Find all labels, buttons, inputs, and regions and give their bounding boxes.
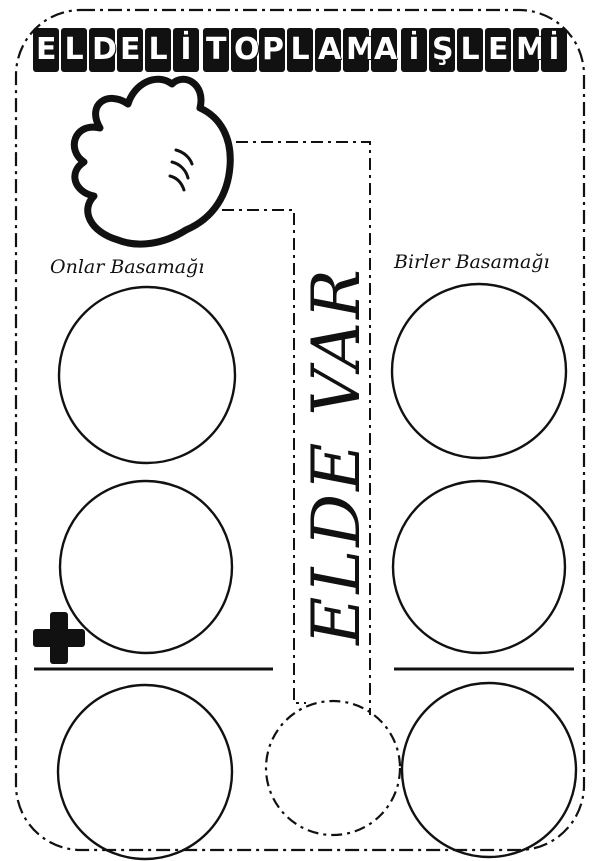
birler-label: Birler Basamağı [394, 251, 550, 273]
title-letter: İ [401, 28, 427, 72]
carry-circle [266, 701, 400, 835]
title-letter: A [371, 28, 397, 72]
onlar-result-circle [58, 685, 232, 859]
onlar-circle-2 [60, 481, 232, 653]
title-letter: İ [541, 28, 567, 72]
plus-icon [33, 612, 85, 664]
carry-column: ELDE VAR [296, 240, 376, 670]
birler-circle-1 [392, 284, 566, 458]
onlar-label: Onlar Basamağı [50, 256, 204, 278]
title-letter: Ş [429, 28, 455, 72]
title-letter: M [513, 28, 539, 72]
title-letter: L [287, 28, 313, 72]
worksheet-title: E L D E L İ T O P L A M A İ Ş L E M İ [50, 22, 550, 78]
title-letter: P [259, 28, 285, 72]
title-letter: İ [173, 28, 199, 72]
title-letter: E [117, 28, 143, 72]
birler-circle-2 [393, 481, 565, 653]
title-letter: E [33, 28, 59, 72]
plus-bar-vertical [50, 612, 68, 664]
title-letter: T [203, 28, 229, 72]
pointing-hand-icon [74, 79, 230, 244]
title-letter: L [61, 28, 87, 72]
title-letter: E [485, 28, 511, 72]
title-letter: O [231, 28, 257, 72]
birler-result-circle [402, 683, 576, 857]
onlar-circle-1 [59, 287, 235, 463]
title-letter: L [457, 28, 483, 72]
title-letter: L [145, 28, 171, 72]
title-letter: A [315, 28, 341, 72]
title-letter: M [343, 28, 369, 72]
carry-label: ELDE VAR [298, 266, 375, 645]
title-letter: D [89, 28, 115, 72]
